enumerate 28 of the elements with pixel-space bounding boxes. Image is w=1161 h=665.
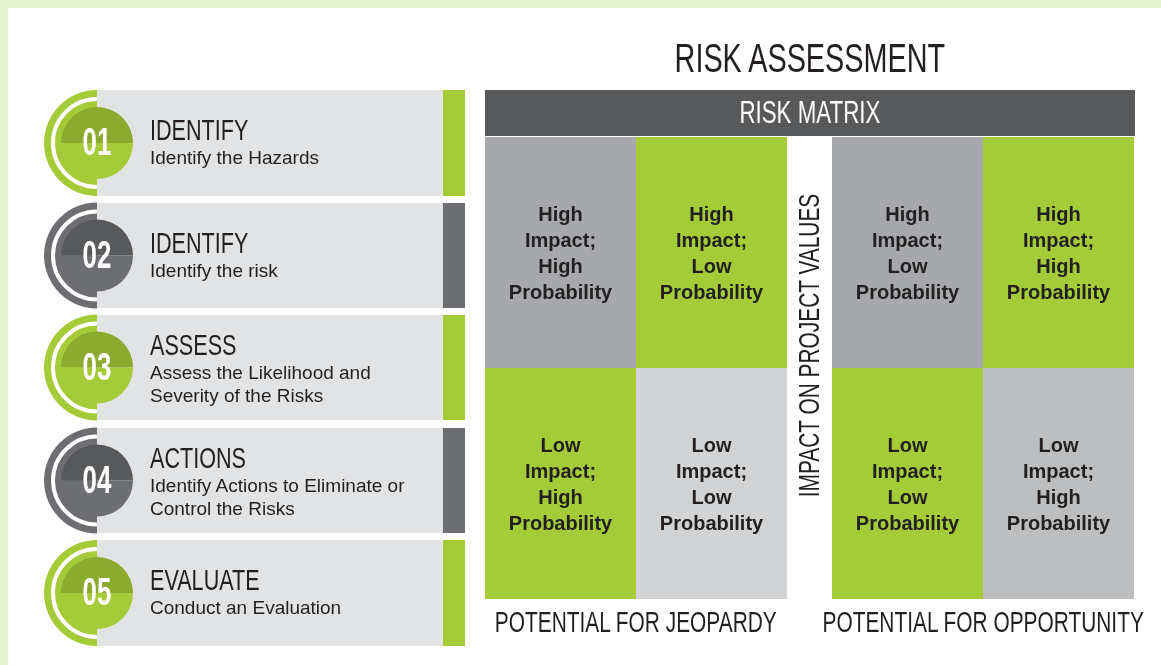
step-heading: ASSESS [150, 327, 237, 362]
title: RISK ASSESSMENT [673, 36, 947, 81]
step-number: 02 [81, 233, 113, 277]
matrix-cell: High Impact; Low Probability [832, 137, 983, 368]
step-description: Identify Actions to Eliminate or Control the Risks [150, 473, 406, 520]
step-number: 01 [81, 121, 113, 164]
step-number: 04 [81, 458, 113, 502]
matrix-cell: Low Impact; High Probability [983, 368, 1134, 599]
matrix-cell: High Impact; High Probability [485, 137, 636, 368]
step-heading: IDENTIFY [150, 225, 249, 260]
quadrant-label: POTENTIAL FOR JEOPARDY [495, 605, 777, 639]
matrix-cell: Low Impact; Low Probability [636, 368, 787, 599]
step-description: Assess the Likelihood and Severity of the Risks [150, 360, 372, 407]
matrix-cell: High Impact; Low Probability [636, 137, 787, 368]
matrix-cell: Low Impact; Low Probability [832, 368, 983, 599]
step-description: Conduct an Evaluation [150, 596, 343, 619]
matrix-cell: Low Impact; High Probability [485, 368, 636, 599]
quadrant-label: POTENTIAL FOR OPPORTUNITY [822, 605, 1144, 639]
step-description: Identify the Hazards [150, 146, 320, 169]
step-heading: ACTIONS [150, 440, 246, 475]
axis-label: IMPACT ON PROJECT VALUES [793, 193, 827, 497]
step-number: 03 [81, 345, 113, 389]
step-description: Identify the risk [150, 258, 279, 282]
step-number: 05 [81, 571, 113, 614]
matrix-header: RISK MATRIX [485, 90, 1135, 136]
step-heading: IDENTIFY [150, 113, 249, 147]
step-heading: EVALUATE [150, 563, 260, 597]
matrix-cell: High Impact; High Probability [983, 137, 1134, 368]
